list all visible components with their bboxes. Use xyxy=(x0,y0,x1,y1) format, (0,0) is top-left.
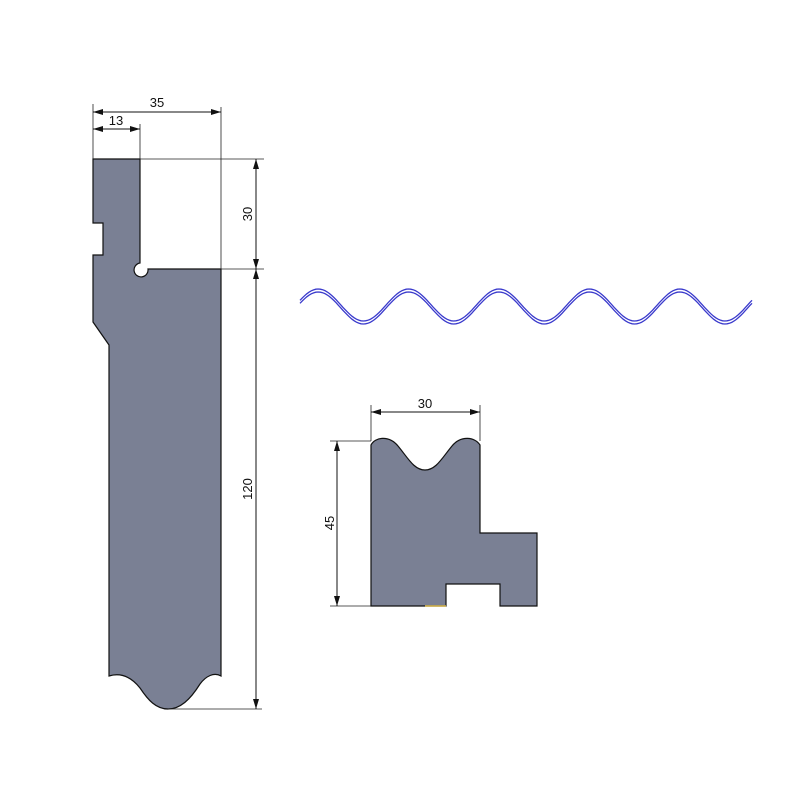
die-profile: 30 45 xyxy=(322,396,538,607)
dim-label-30-vertical: 30 xyxy=(240,207,255,221)
dim-label-13: 13 xyxy=(109,113,123,128)
wave-line-outer xyxy=(299,288,753,322)
wave-profile xyxy=(299,288,753,325)
punch-profile: 35 13 30 120 xyxy=(92,95,264,710)
dim-label-die-45: 45 xyxy=(322,516,337,530)
dim-label-35: 35 xyxy=(150,95,164,110)
die-body xyxy=(370,437,538,607)
punch-body xyxy=(92,158,222,710)
wave-line-inner xyxy=(299,291,753,325)
dim-label-die-30: 30 xyxy=(418,396,432,411)
dim-label-120: 120 xyxy=(240,478,255,500)
